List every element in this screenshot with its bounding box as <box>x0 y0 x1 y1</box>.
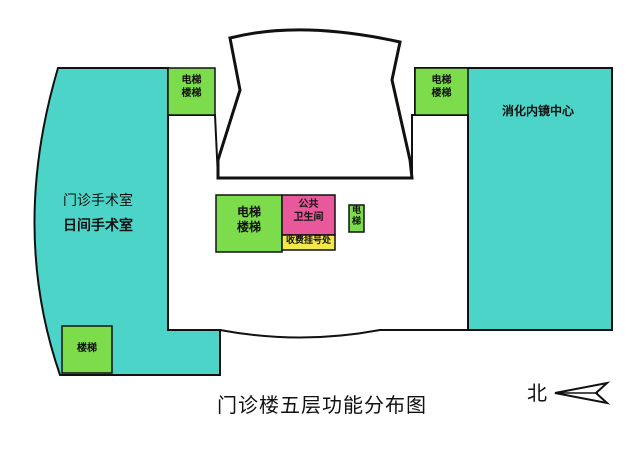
stairs-bottom-left-label: 楼梯 <box>77 343 97 354</box>
top-entrance <box>216 28 414 180</box>
cashier <box>281 234 336 251</box>
elevator-left-top-label: 电梯 楼梯 <box>181 75 202 99</box>
elevator-left-top <box>167 67 216 116</box>
left-wing-label-1: 门诊手术室 <box>63 193 133 209</box>
restroom <box>281 194 336 236</box>
small-elevator <box>348 204 365 233</box>
restroom-label: 公共 卫生间 <box>293 199 324 223</box>
left-wing-label-2: 日间手术室 <box>63 218 133 234</box>
small-elevator-label: 电 梯 <box>351 206 361 228</box>
map-title: 门诊楼五层功能分布图 <box>217 393 427 417</box>
north-label: 北 <box>527 381 547 405</box>
elevator-center <box>215 194 283 253</box>
elevator-right-top <box>414 67 469 116</box>
elevator-right-top-label: 电梯 楼梯 <box>431 75 452 99</box>
left-wing <box>33 67 221 376</box>
cashier-label: 收费挂号处 <box>285 236 331 246</box>
stairs-bottom-left <box>61 325 113 374</box>
right-wing-label: 消化内镜中心 <box>501 104 574 118</box>
elevator-center-label: 电梯 楼梯 <box>236 205 261 234</box>
